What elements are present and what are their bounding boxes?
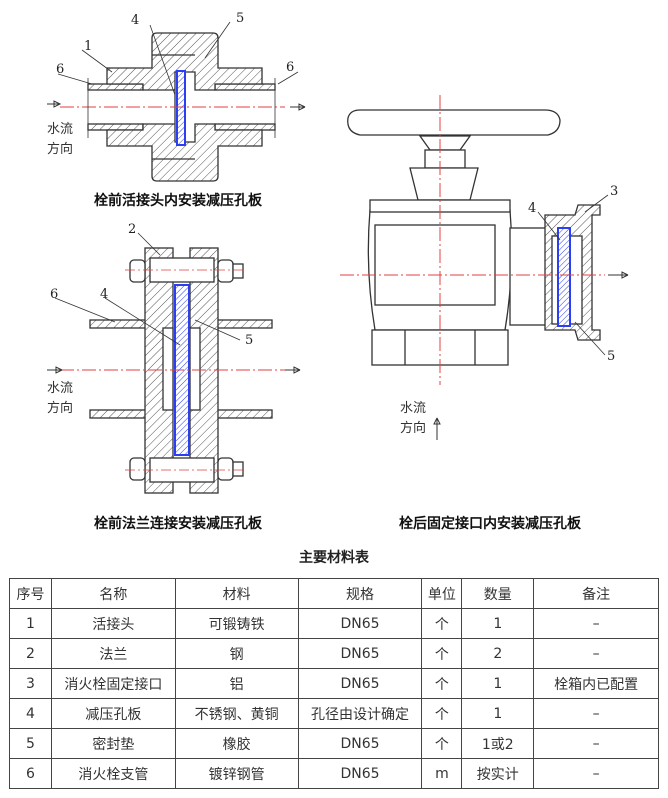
table-cell: – <box>533 758 659 789</box>
table-cell: 材料 <box>174 578 299 609</box>
table-cell: 4 <box>9 698 52 729</box>
caption-flange: 栓前法兰连接安装减压孔板 <box>94 515 263 532</box>
table-cell: 橡胶 <box>174 728 299 759</box>
table-cell: 2 <box>9 638 52 669</box>
table-cell: – <box>533 638 659 669</box>
union-figure <box>47 21 306 182</box>
flow-direction-text: 水流 <box>47 381 73 396</box>
table-cell: 孔径由设计确定 <box>297 698 423 729</box>
flow-direction-text: 水流 <box>47 122 73 137</box>
label-2: 2 <box>128 222 136 237</box>
table-cell: 个 <box>421 608 463 639</box>
table-cell: 消火栓固定接口 <box>50 668 176 699</box>
table-cell: 数量 <box>461 578 535 609</box>
table-cell: 栓箱内已配置 <box>533 668 659 699</box>
label-5: 5 <box>607 349 615 364</box>
table-cell: 消火栓支管 <box>50 758 176 789</box>
table-cell: 钢 <box>174 638 299 669</box>
table-cell: 1 <box>461 608 535 639</box>
table-cell: – <box>533 698 659 729</box>
table-cell: 不锈钢、黄铜 <box>174 698 299 729</box>
table-cell: 按实计 <box>461 758 535 789</box>
label-4: 4 <box>100 287 108 302</box>
flange-figure <box>47 232 301 494</box>
table-cell: 2 <box>461 638 535 669</box>
caption-union: 栓前活接头内安装减压孔板 <box>94 192 263 209</box>
table-cell: 镀锌钢管 <box>174 758 299 789</box>
label-4: 4 <box>131 13 139 28</box>
table-cell: DN65 <box>297 728 423 759</box>
table-cell: 个 <box>421 668 463 699</box>
flow-direction-text: 方向 <box>47 400 73 416</box>
caption-valve: 栓后固定接口内安装减压孔板 <box>399 515 582 532</box>
label-4: 4 <box>528 201 536 216</box>
label-3: 3 <box>610 184 618 199</box>
table-title: 主要材料表 <box>299 550 369 566</box>
table-cell: 5 <box>9 728 52 759</box>
valve-figure <box>340 95 629 440</box>
table-cell: 3 <box>9 668 52 699</box>
label-1: 1 <box>84 39 92 54</box>
table-cell: 铝 <box>174 668 299 699</box>
flow-direction-text: 水流 <box>400 401 426 416</box>
label-6: 6 <box>50 287 58 302</box>
table-cell: 单位 <box>421 578 463 609</box>
table-cell: 个 <box>421 638 463 669</box>
label-6: 6 <box>286 60 294 75</box>
table-cell: 个 <box>421 698 463 729</box>
table-cell: m <box>421 758 463 789</box>
table-cell: 可锻铸铁 <box>174 608 299 639</box>
table-cell: 减压孔板 <box>50 698 176 729</box>
table-cell: DN65 <box>297 758 423 789</box>
table-cell: 1 <box>9 608 52 639</box>
table-cell: – <box>533 608 659 639</box>
table-cell: 序号 <box>9 578 52 609</box>
table-cell: 名称 <box>50 578 176 609</box>
flow-direction-text: 方向 <box>47 141 73 157</box>
table-cell: 法兰 <box>50 638 176 669</box>
table-cell: 规格 <box>297 578 423 609</box>
table-cell: 密封垫 <box>50 728 176 759</box>
table-cell: 备注 <box>533 578 659 609</box>
label-6: 6 <box>56 62 64 77</box>
table-header-row: 序号名称材料规格单位数量备注 <box>9 578 659 609</box>
table-cell: DN65 <box>297 608 423 639</box>
table-cell: 活接头 <box>50 608 176 639</box>
table-cell: 1或2 <box>461 728 535 759</box>
installation-drawings: 1 4 5 6 6 水流 方向 栓前活接头内安装减压孔板 2 4 5 6 水流 … <box>47 11 629 532</box>
table-cell: 个 <box>421 728 463 759</box>
table-cell: DN65 <box>297 638 423 669</box>
flow-direction-text: 方向 <box>400 420 426 436</box>
table-cell: – <box>533 728 659 759</box>
table-cell: 6 <box>9 758 52 789</box>
table-cell: 1 <box>461 698 535 729</box>
table-cell: 1 <box>461 668 535 699</box>
label-5: 5 <box>245 333 253 348</box>
label-5: 5 <box>236 11 244 26</box>
table-cell: DN65 <box>297 668 423 699</box>
